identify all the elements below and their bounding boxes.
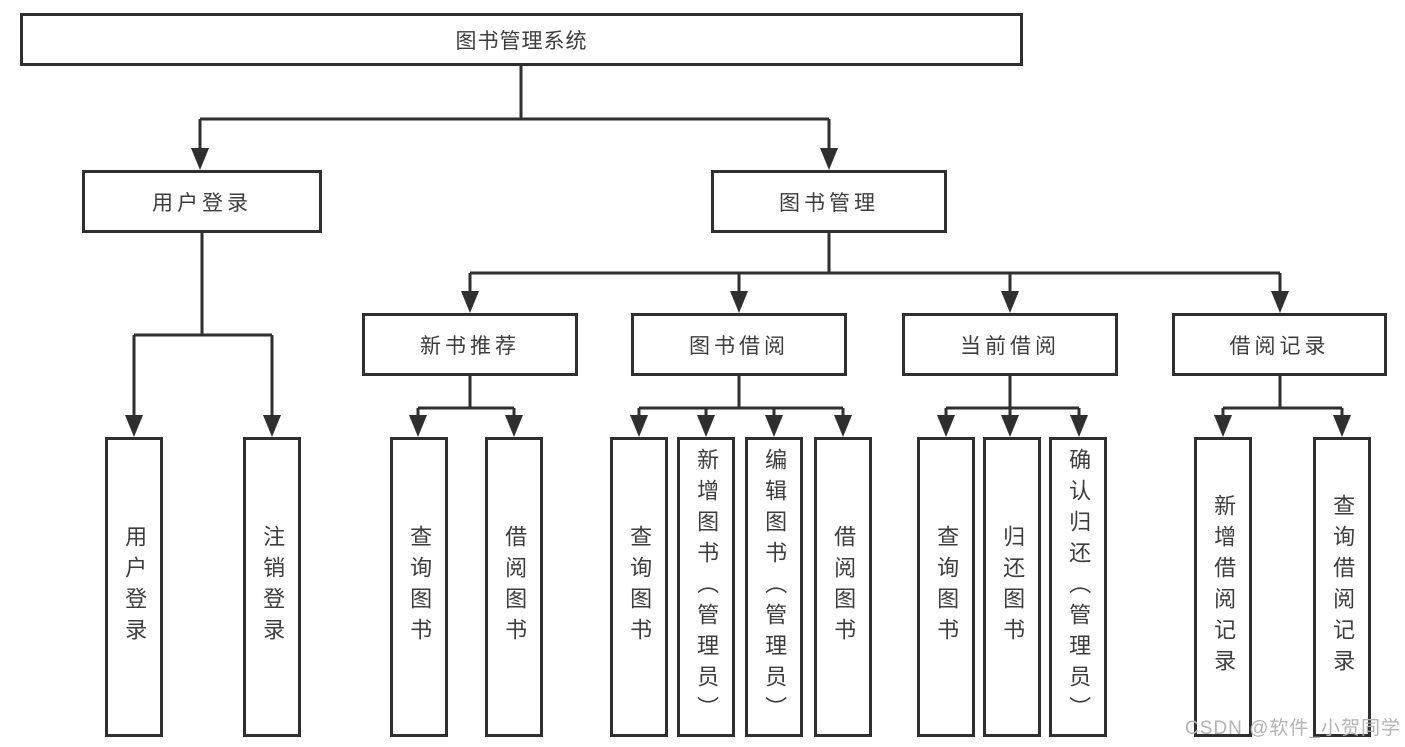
arrowhead-icon bbox=[937, 415, 955, 437]
leaf-query-books-recommend: 查询图书 bbox=[390, 437, 448, 737]
leaf-label: 查询借阅记录 bbox=[1330, 494, 1356, 680]
arrowhead-icon bbox=[263, 415, 281, 437]
leaf-borrow-books: 借阅图书 bbox=[814, 437, 872, 737]
arrowhead-icon bbox=[1333, 415, 1351, 437]
node-library-management-system: 图书管理系统 bbox=[20, 13, 1023, 66]
leaf-label: 借阅图书 bbox=[502, 525, 528, 649]
leaf-add-books-admin: 新增图书（管理员） bbox=[677, 437, 735, 737]
leaf-borrow-books-recommend: 借阅图书 bbox=[485, 437, 543, 737]
leaf-label: 新增图书（管理员） bbox=[694, 447, 720, 727]
leaf-label: 新增借阅记录 bbox=[1211, 494, 1237, 680]
arrowhead-icon bbox=[1001, 415, 1019, 437]
arrowhead-icon bbox=[1070, 415, 1088, 437]
leaf-query-books-current: 查询图书 bbox=[917, 437, 975, 737]
leaf-label: 归还图书 bbox=[1000, 525, 1026, 649]
arrowhead-icon bbox=[191, 148, 209, 170]
connector-line bbox=[1221, 376, 1344, 420]
connector-line bbox=[468, 233, 1282, 296]
node-label: 新书推荐 bbox=[420, 334, 520, 358]
arrowhead-icon bbox=[1271, 291, 1289, 313]
node-label: 用户登录 bbox=[152, 191, 252, 215]
arrowhead-icon bbox=[461, 291, 479, 313]
connector-line bbox=[416, 376, 516, 420]
node-book-borrowing: 图书借阅 bbox=[631, 313, 847, 376]
leaf-label: 借阅图书 bbox=[831, 525, 857, 649]
leaf-label: 编辑图书（管理员） bbox=[762, 447, 788, 727]
arrowhead-icon bbox=[1214, 415, 1232, 437]
arrowhead-icon bbox=[1001, 291, 1019, 313]
arrowhead-icon bbox=[834, 415, 852, 437]
leaf-label: 确认归还（管理员） bbox=[1066, 447, 1092, 727]
arrowhead-icon bbox=[730, 291, 748, 313]
leaf-label: 查询图书 bbox=[407, 525, 433, 649]
leaf-label: 查询图书 bbox=[934, 525, 960, 649]
connector-line bbox=[637, 376, 845, 420]
leaf-return-books: 归还图书 bbox=[983, 437, 1041, 737]
arrowhead-icon bbox=[820, 148, 838, 170]
leaf-label: 注销登录 bbox=[260, 525, 286, 649]
connector-line bbox=[132, 233, 274, 420]
leaf-add-borrow-record: 新增借阅记录 bbox=[1194, 437, 1252, 737]
leaf-logout: 注销登录 bbox=[243, 437, 301, 737]
arrowhead-icon bbox=[697, 415, 715, 437]
arrowhead-icon bbox=[630, 415, 648, 437]
node-label: 图书借阅 bbox=[689, 334, 789, 358]
watermark: CSDN @软件_小贺同学 bbox=[1185, 718, 1401, 739]
connector-line bbox=[198, 66, 831, 152]
leaf-edit-books-admin: 编辑图书（管理员） bbox=[745, 437, 803, 737]
arrowhead-icon bbox=[765, 415, 783, 437]
leaf-label: 用户登录 bbox=[122, 525, 148, 649]
node-label: 借阅记录 bbox=[1229, 334, 1330, 358]
leaf-confirm-return-admin: 确认归还（管理员） bbox=[1049, 437, 1107, 737]
node-borrowing-records: 借阅记录 bbox=[1172, 313, 1387, 376]
node-new-book-recommendation: 新书推荐 bbox=[362, 313, 578, 376]
node-book-management: 图书管理 bbox=[711, 170, 947, 233]
leaf-label: 查询图书 bbox=[627, 525, 653, 649]
connector-line bbox=[944, 376, 1081, 420]
arrowhead-icon bbox=[125, 415, 143, 437]
arrowhead-icon bbox=[409, 415, 427, 437]
node-current-borrowing: 当前借阅 bbox=[902, 313, 1118, 376]
node-label: 图书管理系统 bbox=[455, 29, 588, 53]
node-label: 当前借阅 bbox=[960, 334, 1060, 358]
node-user-login: 用户登录 bbox=[82, 170, 322, 233]
arrowhead-icon bbox=[505, 415, 523, 437]
node-label: 图书管理 bbox=[779, 191, 879, 215]
leaf-query-books-borrow: 查询图书 bbox=[610, 437, 668, 737]
leaf-user-login: 用户登录 bbox=[105, 437, 163, 737]
leaf-query-borrow-record: 查询借阅记录 bbox=[1313, 437, 1371, 737]
